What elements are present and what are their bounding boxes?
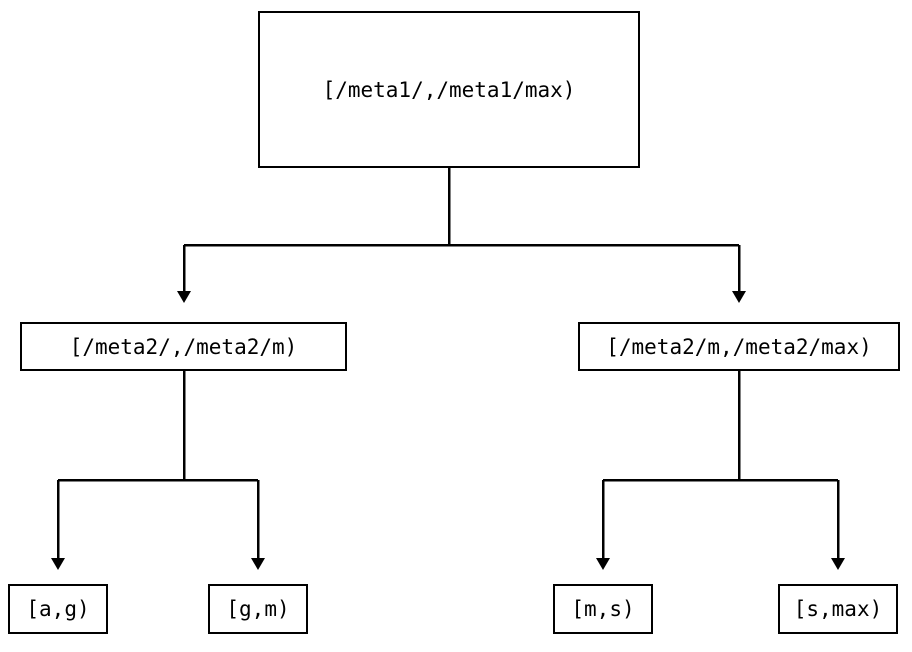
arrowhead-to-left-child bbox=[177, 291, 191, 303]
arrowhead-to-right-child bbox=[732, 291, 746, 303]
node-leaf-m-s[interactable]: [m,s) bbox=[553, 584, 653, 634]
node-leaf-g-m-label: [g,m) bbox=[226, 597, 290, 621]
node-leaf-a-g-label: [a,g) bbox=[26, 597, 90, 621]
node-leaf-a-g[interactable]: [a,g) bbox=[8, 584, 108, 634]
arrowhead-to-leaf-4 bbox=[831, 558, 845, 570]
arrowhead-to-leaf-1 bbox=[51, 558, 65, 570]
arrowhead-to-leaf-2 bbox=[251, 558, 265, 570]
node-leaf-g-m[interactable]: [g,m) bbox=[208, 584, 308, 634]
arrowhead-to-leaf-3 bbox=[596, 558, 610, 570]
node-level2-left-label: [/meta2/,/meta2/m) bbox=[69, 334, 298, 359]
node-root[interactable]: [/meta1/,/meta1/max) bbox=[258, 11, 640, 168]
node-level2-right-label: [/meta2/m,/meta2/max) bbox=[606, 334, 872, 359]
node-leaf-m-s-label: [m,s) bbox=[571, 597, 635, 621]
node-level2-left[interactable]: [/meta2/,/meta2/m) bbox=[20, 322, 347, 371]
node-root-label: [/meta1/,/meta1/max) bbox=[322, 77, 576, 102]
node-leaf-s-max[interactable]: [s,max) bbox=[778, 584, 898, 634]
node-leaf-s-max-label: [s,max) bbox=[793, 597, 883, 621]
node-level2-right[interactable]: [/meta2/m,/meta2/max) bbox=[578, 322, 900, 371]
